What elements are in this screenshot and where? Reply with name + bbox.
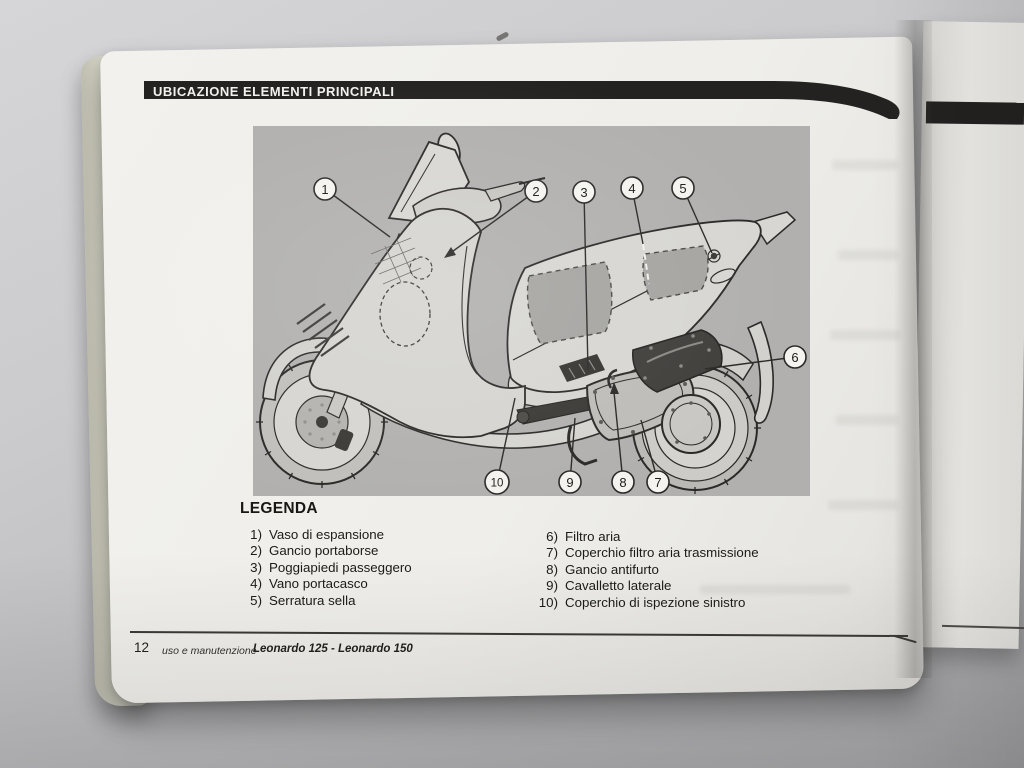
svg-text:2: 2 bbox=[532, 184, 539, 199]
show-through-smudge bbox=[700, 585, 850, 594]
legend-item-label: Coperchio di ispezione sinistro bbox=[565, 594, 746, 610]
legend-item: 6) Filtro aria bbox=[530, 529, 759, 545]
legend-item-label: Filtro aria bbox=[565, 529, 621, 544]
legend-item: 1) Vaso di espansione bbox=[234, 527, 412, 543]
legend-item-label: Serratura sella bbox=[269, 592, 356, 608]
svg-text:4: 4 bbox=[628, 181, 635, 196]
page-title: UBICAZIONE ELEMENTI PRINCIPALI bbox=[153, 84, 395, 99]
legend-item: 8) Gancio antifurto bbox=[530, 562, 759, 578]
legend-item-label: Cavalletto laterale bbox=[565, 578, 672, 594]
show-through-smudge bbox=[832, 160, 898, 170]
svg-text:1: 1 bbox=[321, 182, 328, 197]
legend-item-label: Gancio antifurto bbox=[565, 561, 659, 577]
callout-3: 3 bbox=[572, 180, 596, 204]
svg-text:3: 3 bbox=[580, 185, 587, 200]
legend-item: 9) Cavalletto laterale bbox=[530, 578, 759, 594]
svg-text:6: 6 bbox=[791, 350, 798, 365]
legend-item-number: 5) bbox=[250, 592, 262, 608]
legend-item: 4) Vano portacasco bbox=[234, 576, 412, 592]
callout-4-dashed-extension bbox=[642, 243, 650, 285]
side-stand-lever bbox=[746, 320, 774, 424]
expansion-tank-outline bbox=[379, 281, 431, 347]
next-page-header-bar bbox=[925, 101, 1024, 125]
callout-2: 2 bbox=[524, 179, 548, 203]
callout-10: 10 bbox=[484, 469, 510, 495]
stand-foot bbox=[567, 425, 598, 466]
callout-8-arrowhead bbox=[610, 382, 619, 394]
callouts: 1 2 3 4 5 bbox=[313, 176, 807, 495]
legend-item-number: 9) bbox=[546, 578, 558, 594]
grab-rail-slot bbox=[710, 268, 736, 284]
footer-rule bbox=[130, 630, 908, 638]
callout-2-arrowhead bbox=[444, 247, 456, 258]
legend-item: 2) Gancio portaborse bbox=[234, 543, 412, 559]
svg-text:9: 9 bbox=[566, 475, 573, 490]
front-hub bbox=[316, 416, 328, 428]
underseat-compartment-front bbox=[526, 261, 613, 345]
brake-caliper bbox=[334, 429, 354, 451]
manual-title: uso e manutenzione bbox=[162, 645, 257, 657]
page-number: 12 bbox=[134, 640, 150, 655]
legend-item-number: 1) bbox=[250, 527, 262, 542]
shield-hatch bbox=[370, 237, 422, 285]
callout-4: 4 bbox=[620, 176, 644, 200]
legend-item-number: 3) bbox=[250, 559, 262, 575]
shield-vents bbox=[296, 303, 350, 357]
header-bar bbox=[144, 81, 900, 119]
legend-item: 5) Serratura sella bbox=[234, 593, 412, 609]
svg-text:10: 10 bbox=[491, 478, 504, 490]
legend-item: 3) Poggiapiedi passeggero bbox=[234, 560, 412, 576]
anti-theft-hook bbox=[607, 368, 618, 389]
rear-body bbox=[506, 211, 797, 393]
show-through-smudge bbox=[830, 330, 900, 340]
legend-item-number: 2) bbox=[250, 543, 262, 559]
legend-item: 7) Coperchio filtro aria trasmissione bbox=[530, 545, 759, 561]
model-names: Leonardo 125 - Leonardo 150 bbox=[253, 643, 413, 655]
header-bar-shape bbox=[144, 81, 900, 119]
air-filter-box bbox=[632, 329, 723, 393]
handle-grip bbox=[484, 181, 526, 202]
seat-lock bbox=[710, 252, 718, 260]
legend-item-label: Poggiapiedi passeggero bbox=[269, 559, 412, 575]
legend-item-number: 10) bbox=[538, 594, 558, 610]
callout-1: 1 bbox=[313, 177, 337, 201]
brake-disc-holes bbox=[303, 403, 341, 441]
callout-5: 5 bbox=[671, 176, 695, 200]
legend-item: 10) Coperchio di ispezione sinistro bbox=[530, 595, 759, 611]
svg-text:7: 7 bbox=[654, 475, 661, 490]
legend-item-number: 6) bbox=[546, 529, 558, 544]
underseat-compartment-rear bbox=[642, 245, 709, 301]
show-through-smudge bbox=[828, 500, 898, 510]
legend-item-label: Coperchio filtro aria trasmissione bbox=[565, 545, 759, 561]
callout-8: 8 bbox=[611, 470, 635, 494]
legend-column-left: 1) Vaso di espansione 2) Gancio portaborse… bbox=[234, 527, 412, 609]
scooter-diagram-svg: 1 2 3 4 5 bbox=[255, 132, 807, 495]
front-shield bbox=[296, 132, 546, 439]
legend-item-label: Gancio portaborse bbox=[269, 543, 379, 559]
legend-column-right: 6) Filtro aria 7) Coperchio filtro aria tr… bbox=[530, 529, 759, 611]
legend-item-number: 7) bbox=[546, 545, 558, 561]
callout-6: 6 bbox=[783, 345, 807, 369]
legend-item-number: 4) bbox=[250, 576, 262, 592]
svg-text:5: 5 bbox=[679, 181, 686, 196]
legend-item-label: Vaso di espansione bbox=[269, 527, 385, 542]
callout-leader-lines bbox=[324, 187, 796, 483]
show-through-smudge bbox=[836, 415, 898, 425]
svg-text:8: 8 bbox=[619, 475, 626, 490]
callout-9: 9 bbox=[558, 470, 582, 494]
expansion-tank-cap bbox=[409, 256, 433, 280]
diagram-panel: 1 2 3 4 5 bbox=[253, 126, 810, 496]
legend-item-label: Vano portacasco bbox=[269, 576, 368, 592]
callout-7: 7 bbox=[646, 470, 670, 494]
show-through-smudge bbox=[838, 250, 898, 260]
legend-item-number: 8) bbox=[546, 561, 558, 577]
legend-heading: LEGENDA bbox=[240, 500, 318, 517]
